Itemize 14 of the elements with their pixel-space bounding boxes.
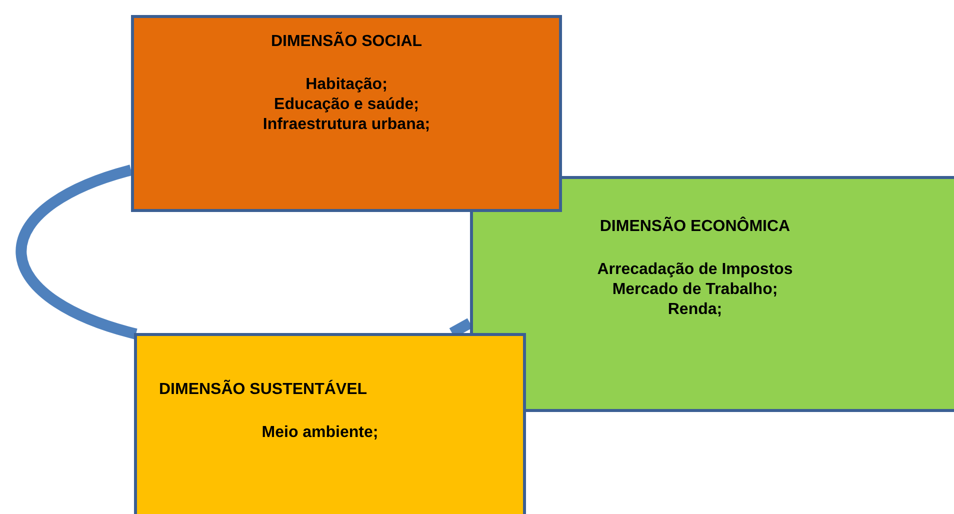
box-heading: DIMENSÃO SOCIAL: [270, 32, 424, 52]
box-item: Habitação;: [304, 75, 388, 95]
box-item: Renda;: [666, 300, 724, 320]
ring-connector: [16, 164, 138, 340]
dimension-box: [131, 15, 562, 212]
box-item: Educação e saúde;: [273, 95, 420, 115]
box-item: Meio ambiente;: [260, 423, 380, 443]
box-item: Arrecadação de Impostos: [596, 260, 794, 280]
dimension-box: [470, 176, 954, 412]
box-heading: DIMENSÃO ECONÔMICA: [598, 217, 792, 237]
dimension-box: [134, 333, 526, 514]
box-item: Infraestrutura urbana;: [262, 115, 432, 135]
box-item: Mercado de Trabalho;: [611, 280, 779, 300]
box-heading: DIMENSÃO SUSTENTÁVEL: [158, 380, 368, 400]
